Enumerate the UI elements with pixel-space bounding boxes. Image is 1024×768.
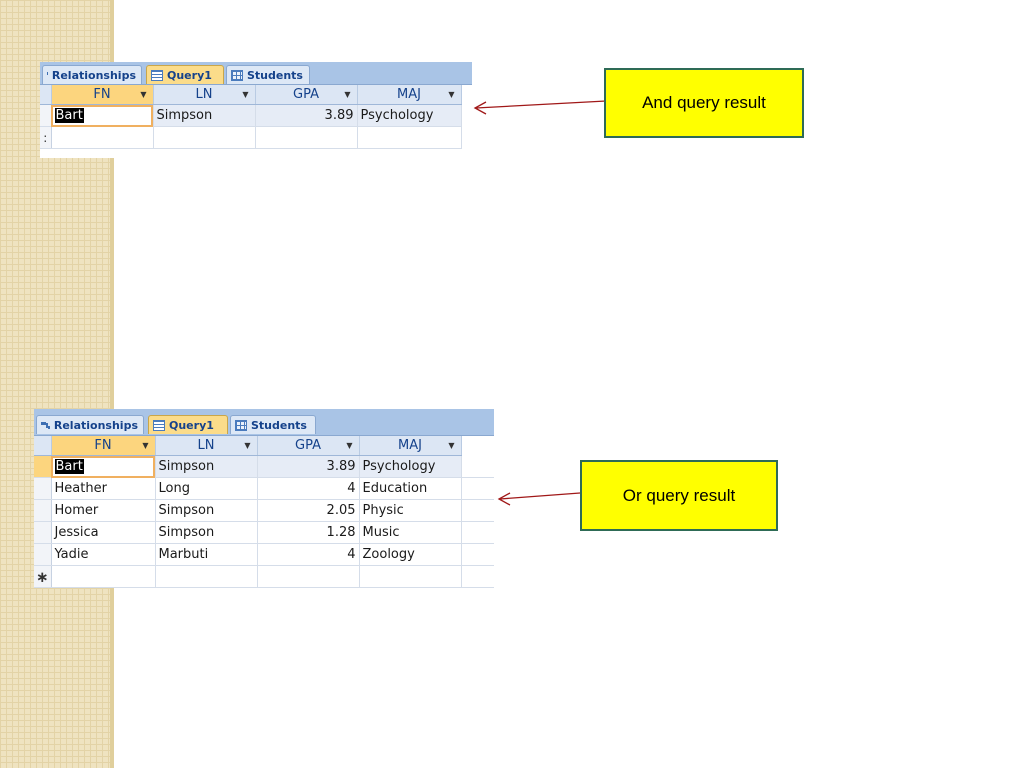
dropdown-arrow-icon[interactable]: ▼ bbox=[346, 441, 353, 450]
relationships-icon bbox=[41, 419, 50, 431]
cell-ln[interactable]: Simpson bbox=[155, 455, 258, 478]
tab-students[interactable]: Students bbox=[230, 415, 316, 434]
column-header-fn[interactable]: FN▼ bbox=[51, 85, 154, 105]
and-query-callout: And query result bbox=[604, 68, 804, 138]
cell-fn[interactable]: Homer bbox=[51, 499, 156, 522]
cell-fn[interactable]: Heather bbox=[51, 477, 156, 500]
or-result-datasheet: FN▼ LN▼ GPA▼ MAJ▼ Bart Simpson 3.89 Psyc… bbox=[34, 436, 494, 588]
record-selector[interactable] bbox=[34, 455, 52, 478]
cell-maj[interactable]: Music bbox=[359, 521, 462, 544]
cell-maj[interactable] bbox=[357, 126, 462, 149]
select-all-corner[interactable] bbox=[34, 436, 52, 456]
record-selector[interactable] bbox=[34, 521, 52, 544]
cell-fn[interactable]: Yadie bbox=[51, 543, 156, 566]
cell-ln[interactable] bbox=[153, 126, 256, 149]
dropdown-arrow-icon[interactable]: ▼ bbox=[448, 441, 455, 450]
tab-relationships[interactable]: Relationships bbox=[42, 65, 142, 84]
cell-maj[interactable]: Psychology bbox=[359, 455, 462, 478]
blank-cell bbox=[461, 499, 494, 522]
cell-fn[interactable] bbox=[51, 565, 156, 588]
document-tab-bar: Relationships Query1 Students bbox=[40, 62, 472, 85]
or-query-window: Relationships Query1 Students FN▼ LN▼ GP… bbox=[34, 409, 494, 588]
cell-gpa[interactable]: 3.89 bbox=[255, 104, 358, 127]
table-row[interactable]: Heather Long 4 Education bbox=[34, 477, 494, 500]
table-row[interactable]: Yadie Marbuti 4 Zoology bbox=[34, 543, 494, 566]
column-header-ln[interactable]: LN▼ bbox=[155, 436, 258, 456]
cell-maj[interactable]: Psychology bbox=[357, 104, 462, 127]
cell-maj[interactable]: Zoology bbox=[359, 543, 462, 566]
tab-students[interactable]: Students bbox=[226, 65, 310, 84]
dropdown-arrow-icon[interactable]: ▼ bbox=[142, 441, 149, 450]
or-query-callout: Or query result bbox=[580, 460, 778, 531]
blank-cell bbox=[461, 455, 494, 478]
new-record-row[interactable]: ∗ bbox=[34, 565, 494, 588]
table-row[interactable]: Bart Simpson 3.89 Psychology bbox=[34, 455, 494, 478]
blank-cell bbox=[461, 477, 494, 500]
new-record-selector[interactable]: : bbox=[40, 126, 52, 149]
or-callout-arrow bbox=[497, 492, 581, 506]
and-callout-arrow bbox=[473, 100, 607, 115]
cell-maj[interactable]: Physic bbox=[359, 499, 462, 522]
cell-fn[interactable]: Bart bbox=[51, 455, 156, 478]
relationships-icon bbox=[47, 69, 48, 81]
cell-maj[interactable] bbox=[359, 565, 462, 588]
column-header-maj[interactable]: MAJ▼ bbox=[357, 85, 462, 105]
record-selector[interactable] bbox=[34, 477, 52, 500]
column-header-fn[interactable]: FN▼ bbox=[51, 436, 156, 456]
record-selector[interactable] bbox=[34, 543, 52, 566]
blank-cell bbox=[461, 565, 494, 588]
dropdown-arrow-icon[interactable]: ▼ bbox=[244, 441, 251, 450]
dropdown-arrow-icon[interactable]: ▼ bbox=[448, 90, 455, 99]
cell-gpa[interactable]: 3.89 bbox=[257, 455, 360, 478]
and-query-window: Relationships Query1 Students FN▼ LN▼ GP… bbox=[40, 62, 472, 158]
dropdown-arrow-icon[interactable]: ▼ bbox=[344, 90, 351, 99]
table-row[interactable]: Jessica Simpson 1.28 Music bbox=[34, 521, 494, 544]
new-record-icon[interactable]: ∗ bbox=[34, 565, 52, 588]
table-row[interactable]: Homer Simpson 2.05 Physic bbox=[34, 499, 494, 522]
cell-gpa[interactable]: 4 bbox=[257, 477, 360, 500]
cell-ln[interactable]: Simpson bbox=[155, 499, 258, 522]
cell-fn[interactable] bbox=[51, 126, 154, 149]
dropdown-arrow-icon[interactable]: ▼ bbox=[242, 90, 249, 99]
cell-maj[interactable]: Education bbox=[359, 477, 462, 500]
dropdown-arrow-icon[interactable]: ▼ bbox=[140, 90, 147, 99]
cell-ln[interactable]: Simpson bbox=[155, 521, 258, 544]
cell-gpa[interactable] bbox=[255, 126, 358, 149]
document-tab-bar: Relationships Query1 Students bbox=[34, 409, 494, 436]
column-header-gpa[interactable]: GPA▼ bbox=[257, 436, 360, 456]
query-icon bbox=[153, 419, 165, 431]
query-icon bbox=[151, 69, 163, 81]
cell-fn[interactable]: Bart bbox=[51, 104, 154, 127]
column-header-row: FN▼ LN▼ GPA▼ MAJ▼ bbox=[40, 85, 462, 105]
table-icon bbox=[235, 419, 247, 431]
column-header-row: FN▼ LN▼ GPA▼ MAJ▼ bbox=[34, 436, 494, 456]
tab-relationships[interactable]: Relationships bbox=[36, 415, 144, 434]
cell-gpa[interactable]: 4 bbox=[257, 543, 360, 566]
blank-cell bbox=[461, 521, 494, 544]
table-icon bbox=[231, 69, 243, 81]
blank-cell bbox=[461, 543, 494, 566]
cell-ln[interactable]: Marbuti bbox=[155, 543, 258, 566]
record-selector[interactable] bbox=[34, 499, 52, 522]
column-header-maj[interactable]: MAJ▼ bbox=[359, 436, 462, 456]
new-record-row[interactable]: : bbox=[40, 126, 462, 149]
cell-fn[interactable]: Jessica bbox=[51, 521, 156, 544]
cell-gpa[interactable]: 1.28 bbox=[257, 521, 360, 544]
column-header-gpa[interactable]: GPA▼ bbox=[255, 85, 358, 105]
cell-gpa[interactable] bbox=[257, 565, 360, 588]
table-row[interactable]: Bart Simpson 3.89 Psychology bbox=[40, 104, 462, 127]
cell-ln[interactable]: Long bbox=[155, 477, 258, 500]
cell-ln[interactable] bbox=[155, 565, 258, 588]
cell-ln[interactable]: Simpson bbox=[153, 104, 256, 127]
cell-gpa[interactable]: 2.05 bbox=[257, 499, 360, 522]
empty-header bbox=[461, 436, 494, 456]
and-result-datasheet: FN▼ LN▼ GPA▼ MAJ▼ Bart Simpson 3.89 Psyc… bbox=[40, 85, 462, 149]
column-header-ln[interactable]: LN▼ bbox=[153, 85, 256, 105]
tab-query1[interactable]: Query1 bbox=[148, 415, 228, 434]
select-all-corner[interactable] bbox=[40, 85, 52, 105]
record-selector[interactable] bbox=[40, 104, 52, 127]
tab-query1[interactable]: Query1 bbox=[146, 65, 224, 84]
